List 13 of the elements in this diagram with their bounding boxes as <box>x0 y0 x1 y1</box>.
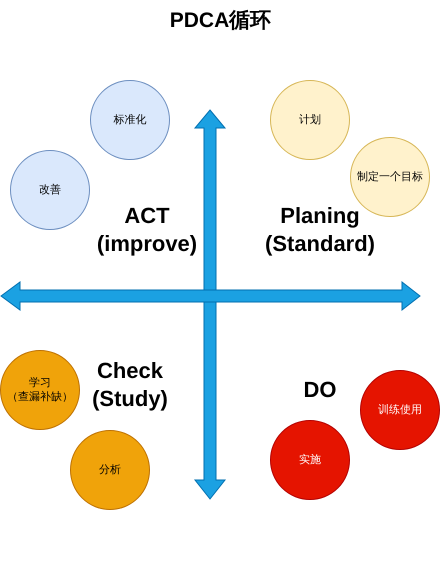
quadrant-label: Planing (Standard) <box>264 202 376 258</box>
node-label: 制定一个目标 <box>356 170 424 184</box>
node-label: 学习（查漏补缺） <box>6 376 74 404</box>
node-label: 标准化 <box>112 113 148 127</box>
quadrant-label: ACT (improve) <box>96 202 198 258</box>
node-label: 改善 <box>38 183 62 197</box>
quadrant-label: DO <box>302 376 338 404</box>
node-label: 计划 <box>298 113 322 127</box>
title: PDCA循环 <box>168 8 272 34</box>
node-label: 分析 <box>98 463 122 477</box>
node-label: 训练使用 <box>377 403 423 417</box>
node-label: 实施 <box>298 453 322 467</box>
quadrant-label: Check (Study) <box>91 357 169 413</box>
